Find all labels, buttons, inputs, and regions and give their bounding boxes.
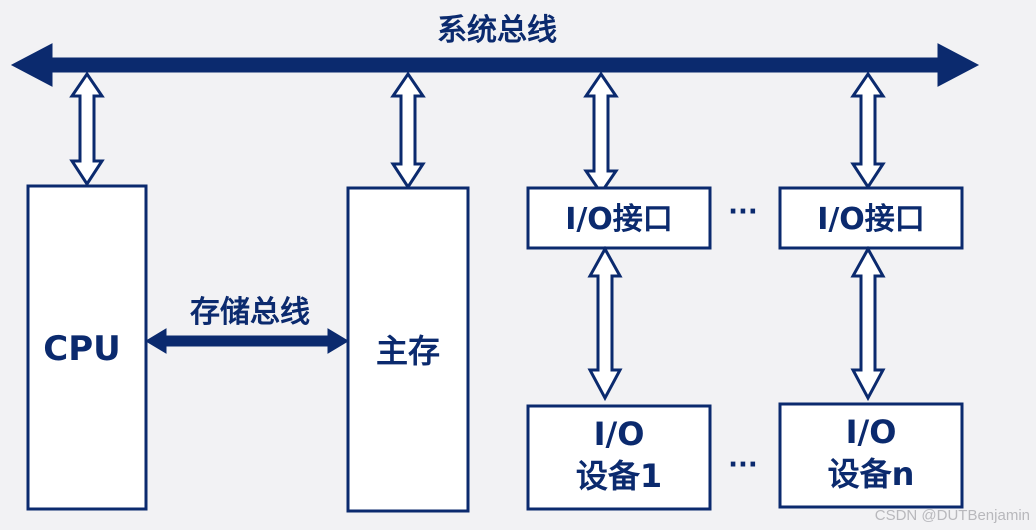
io-device-n: I/O 设备n [778, 402, 964, 509]
io-device-n-line1: I/O [846, 413, 897, 451]
main-memory-label: 主存 [376, 332, 440, 370]
watermark: CSDN @DUTBenjamin [875, 507, 1030, 524]
cpu-bus-connector [69, 71, 105, 187]
io-device-1-connector [587, 245, 623, 402]
io-interface-1-bus-connector [583, 71, 619, 196]
memory-bus-arrow [145, 328, 349, 354]
system-bus: 系统总线 [10, 13, 980, 87]
io-device-1-line1: I/O [594, 415, 645, 453]
io-interface-n-label: I/O接口 [817, 202, 925, 237]
main-memory-block: 主存 [346, 186, 470, 513]
ellipsis-interfaces: ··· [728, 197, 758, 227]
ellipsis-devices: ··· [728, 450, 758, 480]
io-interface-n: I/O接口 [778, 186, 964, 250]
io-interface-1: I/O接口 [526, 186, 712, 250]
system-bus-label: 系统总线 [437, 13, 557, 48]
system-bus-arrow [10, 43, 980, 87]
io-device-1-line2: 设备1 [576, 457, 662, 495]
io-device-n-line2: 设备n [828, 455, 915, 493]
io-device-n-connector [850, 245, 886, 402]
cpu-label: CPU [43, 329, 120, 369]
memory-bus-connector [390, 71, 426, 190]
io-interface-n-bus-connector [850, 71, 886, 190]
io-device-1: I/O 设备1 [526, 404, 712, 511]
memory-bus-label: 存储总线 [190, 295, 310, 330]
cpu-block: CPU [26, 184, 148, 511]
memory-bus: 存储总线 [145, 295, 349, 354]
io-interface-1-label: I/O接口 [565, 202, 673, 237]
